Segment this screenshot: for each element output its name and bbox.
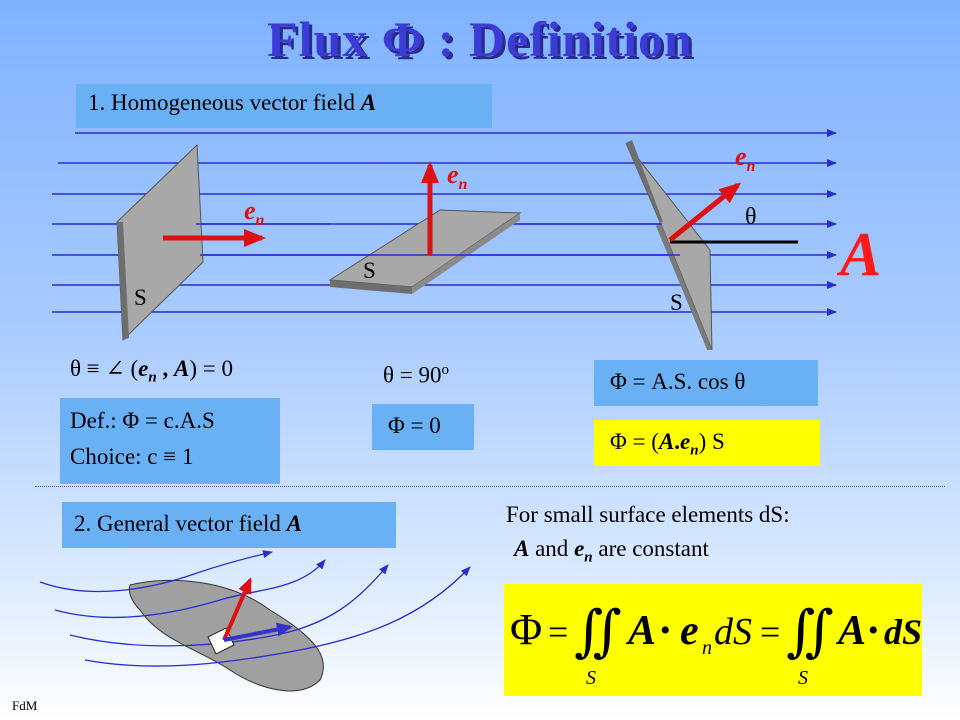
formula-A-2: A xyxy=(835,608,866,654)
definition-box: Def.: Φ = c.A.S Choice: c ≡ 1 xyxy=(60,398,280,484)
section2-heading: 2. General vector field A xyxy=(62,502,396,548)
curved-field-line xyxy=(54,559,326,619)
section1-heading-text: 1. Homogeneous vector field xyxy=(88,90,361,115)
formula-e: e xyxy=(680,608,699,654)
angle-theta-label: θ xyxy=(745,204,757,230)
phi-zero-text: Φ = 0 xyxy=(388,413,441,438)
formula-integral-1: ∬ xyxy=(574,601,622,663)
small-elements-note-line1: For small surface elements dS: xyxy=(506,502,790,527)
surface-plate-tilted xyxy=(625,140,713,350)
normal-label-1: en xyxy=(244,196,265,230)
phi-cos-text: Φ = A.S. cos θ xyxy=(610,369,746,394)
surface-plate-parallel xyxy=(328,209,522,294)
formula-phi: Φ xyxy=(510,605,542,654)
theta-definition: θ ≡ ∠ (en , A) = 0 xyxy=(70,356,233,386)
section2-heading-text: 2. General vector field xyxy=(74,511,287,536)
local-field-arrow xyxy=(223,622,293,642)
phi-dot-box: Φ = (A.en) S xyxy=(594,420,820,466)
slide-title: Flux Φ : Definition xyxy=(267,11,693,67)
local-normal-arrow xyxy=(222,577,252,641)
curved-field-line xyxy=(39,550,273,593)
homogeneous-field-diagram xyxy=(52,129,837,350)
section1-heading: 1. Homogeneous vector field A xyxy=(76,84,492,128)
formula-eq-1: = xyxy=(548,612,568,652)
formula-e-sub: n xyxy=(702,637,712,659)
formula-dS-1: dS xyxy=(714,611,752,653)
theta-90: θ = 90o xyxy=(383,362,449,388)
flux-integral-formula: Φ = ∬ S A • e n dS = ∬ S A • dS xyxy=(504,584,922,696)
curved-field-line xyxy=(69,564,389,647)
phi-cos-box: Φ = A.S. cos θ xyxy=(594,360,818,406)
normal-label-2: en xyxy=(447,160,468,194)
section2-heading-var: A xyxy=(286,511,302,536)
formula-dS-2: dS xyxy=(884,612,922,652)
formula-A-1: A xyxy=(625,608,656,654)
normal-label-3: en xyxy=(735,142,756,176)
normal-arrow-3 xyxy=(668,182,742,242)
field-A-label: A xyxy=(840,221,882,289)
small-elements-note-line2: A and en are constant xyxy=(514,536,709,566)
phi-zero-box: Φ = 0 xyxy=(372,404,474,450)
formula-eq-2: = xyxy=(760,612,780,652)
formula-lower-1: S xyxy=(586,667,596,689)
surface-label-3: S xyxy=(670,290,683,315)
footer-author: FdM xyxy=(12,698,38,713)
surface-label-1: S xyxy=(134,285,147,310)
general-field-diagram xyxy=(39,550,471,692)
section-separator xyxy=(35,486,945,487)
definition-line-2: Choice: c ≡ 1 xyxy=(70,444,194,469)
curved-field-line xyxy=(84,566,471,667)
surface-label-2: S xyxy=(363,258,376,283)
formula-bullet-1: • xyxy=(660,614,671,647)
formula-bullet-2: • xyxy=(868,614,879,647)
section1-heading-var: A xyxy=(360,90,377,115)
formula-lower-2: S xyxy=(798,667,808,689)
surface-plate-perpendicular xyxy=(116,143,204,342)
definition-line-1: Def.: Φ = c.A.S xyxy=(70,408,215,433)
formula-svg: Φ = ∬ S A • e n dS = ∬ S A • dS xyxy=(510,601,922,689)
formula-integral-2: ∬ xyxy=(786,601,834,663)
